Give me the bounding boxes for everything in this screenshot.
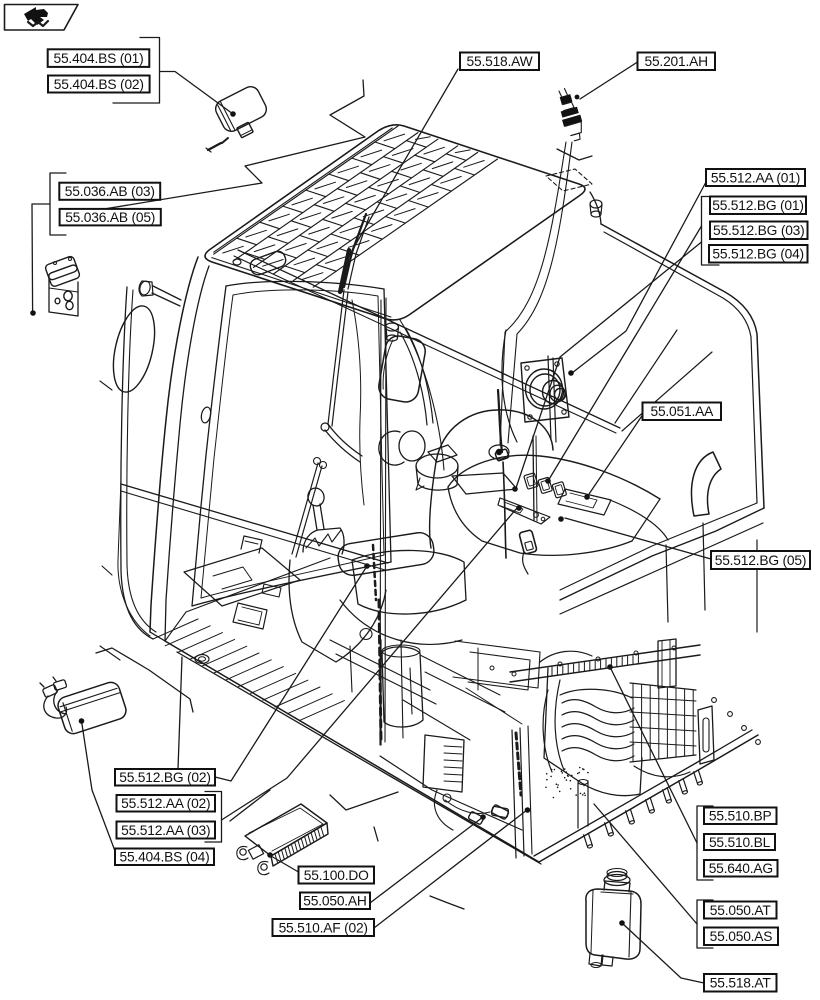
svg-text:55.512.BG (05): 55.512.BG (05) [715, 553, 807, 568]
svg-text:55.100.DO: 55.100.DO [304, 868, 369, 883]
svg-text:55.512.BG (03): 55.512.BG (03) [713, 223, 805, 238]
svg-text:55.512.AA (01): 55.512.AA (01) [711, 170, 800, 185]
svg-text:55.201.AH: 55.201.AH [644, 54, 707, 69]
svg-text:55.404.BS (02): 55.404.BS (02) [54, 77, 144, 92]
svg-text:55.051.AA: 55.051.AA [650, 404, 714, 419]
svg-text:55.640.AG: 55.640.AG [709, 861, 773, 876]
svg-text:55.404.BS (01): 55.404.BS (01) [53, 51, 143, 66]
svg-text:55.510.BL: 55.510.BL [709, 835, 771, 850]
svg-text:55.518.AW: 55.518.AW [467, 54, 533, 69]
svg-text:55.512.BG (01): 55.512.BG (01) [712, 198, 804, 213]
svg-text:55.512.AA (03): 55.512.AA (03) [121, 823, 210, 838]
svg-text:55.050.AT: 55.050.AT [710, 903, 772, 918]
svg-text:55.036.AB (05): 55.036.AB (05) [65, 210, 155, 225]
svg-text:55.404.BS (04): 55.404.BS (04) [119, 850, 209, 865]
svg-text:55.036.AB (03): 55.036.AB (03) [65, 184, 155, 199]
svg-text:55.512.AA (02): 55.512.AA (02) [121, 796, 210, 811]
svg-text:55.050.AS: 55.050.AS [710, 929, 773, 944]
svg-text:55.050.AH: 55.050.AH [303, 894, 366, 909]
svg-text:55.510.BP: 55.510.BP [709, 809, 772, 824]
svg-text:55.518.AT: 55.518.AT [710, 976, 772, 991]
svg-text:55.512.BG (02): 55.512.BG (02) [119, 770, 211, 785]
svg-text:55.512.BG (04): 55.512.BG (04) [712, 247, 804, 262]
svg-text:55.510.AF (02): 55.510.AF (02) [279, 920, 368, 935]
